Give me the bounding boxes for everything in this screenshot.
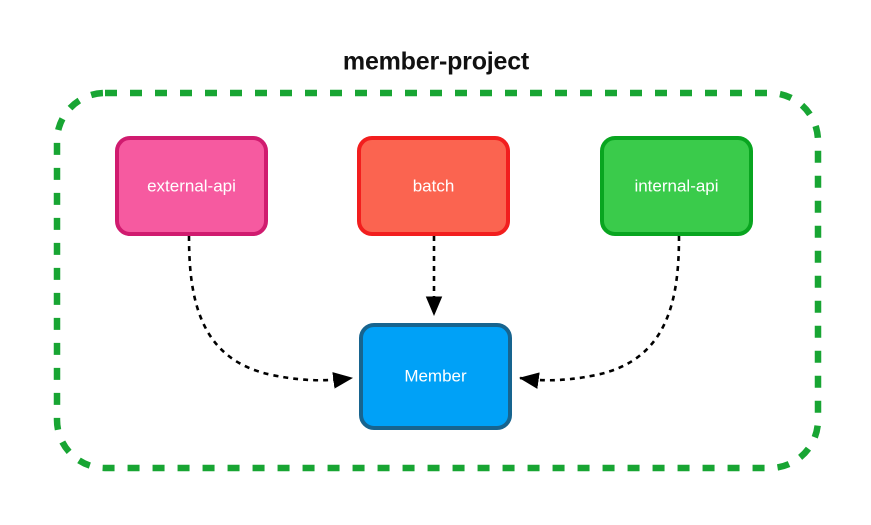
node-internal-api-box[interactable] <box>600 136 753 236</box>
node-internal-api-label: internal-api <box>634 176 718 195</box>
node-external-api-label: external-api <box>147 176 236 195</box>
node-external-api[interactable]: external-api <box>115 136 268 236</box>
node-member-box[interactable] <box>359 323 512 430</box>
node-batch[interactable]: batch <box>357 136 510 236</box>
group-boundary <box>53 89 822 472</box>
node-member[interactable]: Member <box>359 323 512 430</box>
node-batch-label: batch <box>413 176 455 195</box>
node-external-api-box[interactable] <box>115 136 268 236</box>
node-member-label: Member <box>404 366 467 385</box>
node-batch-box[interactable] <box>357 136 510 236</box>
edge-external-api-to-member <box>187 235 354 389</box>
node-internal-api[interactable]: internal-api <box>600 136 753 236</box>
edge-internal-api-to-member <box>518 235 681 389</box>
group-title: member-project <box>343 48 530 76</box>
